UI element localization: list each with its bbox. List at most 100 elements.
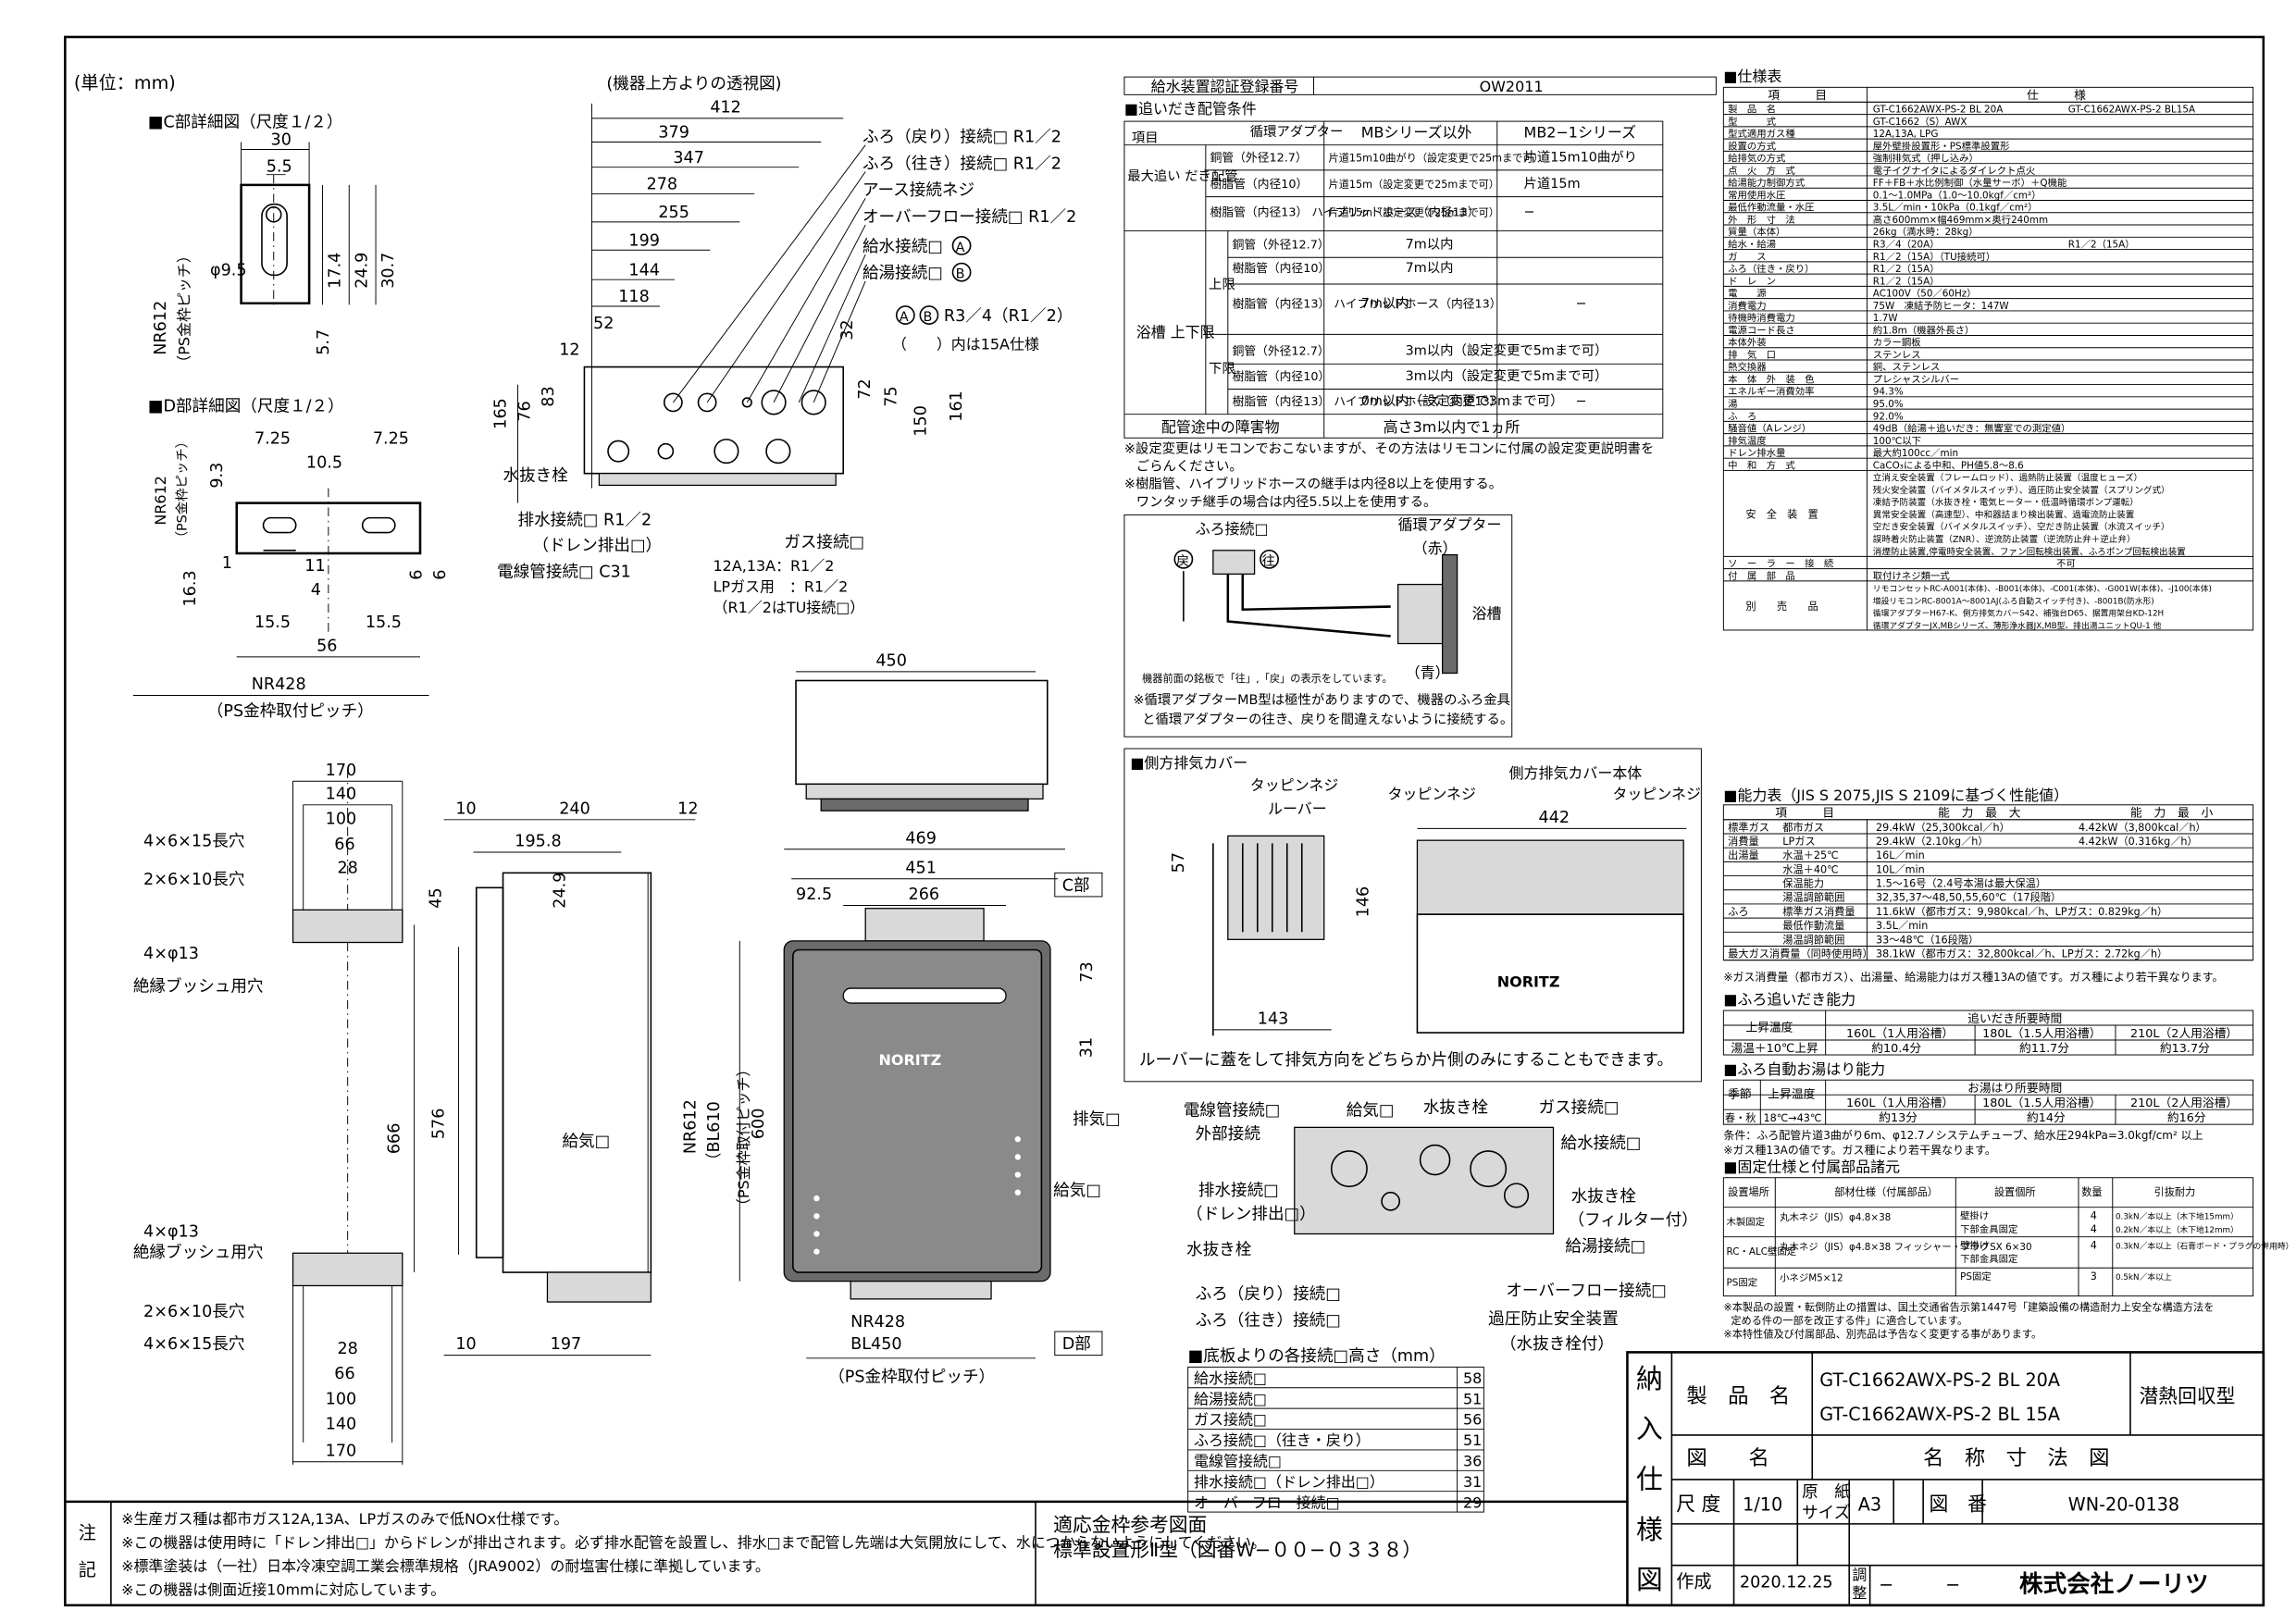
oidaki-tank-pipe: 樹脂管（内径13） ハイブリッドホース（内径13）	[1233, 394, 1502, 409]
oidaki-title: ■追いだき配管条件	[1124, 100, 1257, 118]
fixing-place: RC・ALC壁固定	[1727, 1245, 1797, 1258]
br-label-bushb: 絶縁ブッシュ用穴	[133, 1243, 264, 1262]
capacity-row-max: 3.5L／min	[1876, 920, 1928, 932]
capacity-note: ※ガス消費量（都市ガス）、出湯量、給湯能力はガス種13Aの値です。ガス種により若…	[1723, 970, 2223, 984]
side-dim-12: 12	[677, 799, 698, 818]
spec-sold-line: 増設リモコンRC-8001A〜8001AJ(ふろ自動スイッチ付き)、-8001B…	[1873, 595, 2154, 606]
oidaki-cap-h2: 追いだき所要時間	[1967, 1011, 2062, 1026]
tb-product2: GT-C1662AWX-PS-2 BL 15A	[1819, 1404, 2060, 1425]
oidaki-pipe: 銅管（外径12.7）	[1210, 151, 1308, 165]
spec-row-item: ガ ス	[1728, 252, 1767, 263]
adapter-note1: ※循環アダプターMB型は極性がありますので、機器のふろ金具	[1134, 692, 1510, 708]
fixing-h3: 設置個所	[1994, 1185, 2036, 1198]
spec-row-item: 製 品 名	[1728, 104, 1776, 116]
front-label-c: C部	[1062, 877, 1090, 896]
d-dim-6b: 6	[431, 570, 450, 580]
fixing-place: 木製固定	[1727, 1216, 1766, 1228]
br-dim-170b: 170	[326, 1442, 357, 1460]
fixing-pos2: 下部金具固定	[1960, 1253, 2017, 1265]
spec-row-item: 電 源	[1728, 288, 1767, 300]
d-dim-1: 1	[222, 554, 232, 573]
c-nr612: NR612	[152, 301, 170, 355]
fixing-f1: 0.3kN／本以上（木下地15mm）	[2116, 1210, 2239, 1221]
spec-row-value: 3.5L／min・10kPa（0.1kgf／cm²）	[1873, 203, 2038, 214]
spec-row-item: 騒音値（Aレンジ）	[1728, 423, 1811, 435]
spec-row-item: エネルギー消費効率	[1728, 386, 1814, 398]
tb-check-label1: 調	[1852, 1567, 1867, 1584]
br-label-2x6x10: 2×6×10長穴	[143, 871, 244, 889]
adapter-label-adapter: 循環アダプター	[1398, 515, 1502, 533]
br-label-4x13: 4×φ13	[143, 945, 199, 963]
fixing-h5: 引抜耐力	[2154, 1185, 2196, 1198]
capacity-row-min: 4.42kW（3,800kcal／h）	[2079, 822, 2206, 834]
capacity-row-max: 29.4kW（25,300kcal／h）	[1876, 822, 2010, 834]
top-dim-118: 118	[618, 288, 650, 306]
d-dim-4: 4	[311, 581, 321, 600]
top-circle-b: B	[956, 267, 965, 282]
tb-company: 株式会社ノーリツ	[2019, 1570, 2208, 1598]
oidaki-note1: ※設定変更はリモコンでおこないますが、その方法はリモコンに付属の設定変更説明書を	[1124, 440, 1654, 456]
d-dim-7-25a: 7.25	[254, 430, 291, 449]
spec-sold-line: 循環アダプターJX,MBシリーズ、薄形浄水器JX,MB型、排出湯ユニットQU-1…	[1873, 620, 2162, 631]
top-label-gas: ガス接続□	[784, 534, 864, 552]
oidaki-tank-pipe: 樹脂管（内径10）	[1233, 369, 1331, 384]
br-label-2x6x10b: 2×6×10長穴	[143, 1303, 244, 1321]
oidaki-tank-pipe: 銅管（外径12.7）	[1233, 345, 1330, 359]
top-dim-199: 199	[628, 231, 660, 250]
note-line: ※生産ガス種は都市ガス12A,13A、LPガスのみで低NOx仕様です。	[121, 1510, 568, 1528]
auto-fill-c2: 180L（1.5人用浴槽）	[1982, 1096, 2101, 1110]
capacity-row-max: 32,35,37〜48,50,55,60℃（17段階）	[1876, 891, 2061, 904]
spec-row-value: カラー鋼板	[1873, 337, 1921, 349]
c-detail-title: ■C部詳細図（尺度１/２）	[148, 114, 343, 132]
bottom-label-overflow: オーバーフロー接続□	[1506, 1282, 1667, 1301]
front-bl450: BL450	[850, 1335, 901, 1354]
cover-dim-442: 442	[1539, 809, 1570, 827]
top-dim-347: 347	[673, 149, 704, 167]
height-row-key: ガス接続□	[1194, 1411, 1267, 1429]
spec-row-item: 給湯能力制御方式	[1728, 177, 1806, 189]
cert-label: 給水装置認証登録番号	[1151, 78, 1299, 95]
note-line: ※この機器は使用時に「ドレン排出□」からドレンが排出されます。必ず排水配管を設置…	[121, 1533, 1266, 1551]
sheet-frame	[64, 35, 2265, 1607]
capacity-row-item: 湯温調節範囲	[1782, 933, 1844, 946]
auto-fill-season: 季節	[1728, 1087, 1752, 1101]
spec-row-value: R1／2（15A）（TU接続可）	[1873, 251, 1995, 263]
spec-row-item: 待機時消費電力	[1728, 312, 1795, 324]
side-label-intake: 給気□	[562, 1133, 610, 1151]
oidaki-tank-val: 3m以内（設定変更で5mまで可）	[1406, 368, 1608, 384]
c-ps: （PS金枠ピッチ）	[176, 248, 193, 370]
oidaki-tank-val-b: −	[1575, 297, 1586, 312]
top-label-water: 給水接続□	[863, 238, 943, 256]
capacity-row-item: 最低作動流量	[1782, 919, 1844, 932]
adapter-note2: と循環アダプターの往き、戻りを間違えないように接続する。	[1142, 712, 1513, 727]
fixing-pos2: 下部金具固定	[1960, 1223, 2017, 1235]
bottom-label-drainplug2: 水抜き栓	[1186, 1241, 1252, 1259]
top-dim-412: 412	[710, 99, 741, 118]
auto-fill-note1: 条件：ふろ配管片道3曲がり6m、φ12.7ノシステムチューブ、給水圧294kPa…	[1723, 1128, 2203, 1142]
front-dim-451: 451	[905, 859, 937, 877]
spec-row-value-2: R1／2（15A）	[2068, 239, 2135, 250]
front-dim-73: 73	[1078, 961, 1097, 982]
oidaki-cap-v2: 約11.7分	[2019, 1042, 2069, 1056]
tb-v4: 様	[1636, 1514, 1663, 1545]
spec-row-value: 49dB（給湯＋追いだき：無響室での測定値）	[1873, 423, 2071, 435]
spec-row-item: 最低作動流量・水圧	[1728, 202, 1814, 214]
br-dim-170: 170	[326, 762, 357, 780]
height-row-value: 51	[1463, 1431, 1482, 1449]
cover-tap2: タッピンネジ	[1387, 785, 1476, 802]
oidaki-cap-v1: 約10.4分	[1871, 1042, 1921, 1056]
capacity-row-group: ふろ	[1728, 906, 1748, 918]
spec-parts-v: 取付けネジ類一式	[1873, 570, 1951, 582]
bracket-top: 170 140 100 66 28 4×6×15長穴 2×6×10長穴 4×φ1…	[133, 762, 403, 1273]
spec-row-value: 75W 凍結予防ヒータ：147W	[1873, 300, 2009, 312]
spec-row-value: AC100V（50／60Hz）	[1873, 289, 1977, 300]
spec-row-value: プレシャスシルバー	[1873, 374, 1959, 385]
top-label-15a: （ ）内は15A仕様	[892, 335, 1039, 353]
capacity-row-item: 保温能力	[1782, 877, 1824, 890]
spec-row-item: 排 気 口	[1728, 349, 1776, 361]
spec-row-item: 電源コード長さ	[1728, 324, 1795, 336]
tb-type: 潜熱回収型	[2140, 1385, 2236, 1407]
cover-tap1: タッピンネジ	[1250, 776, 1339, 794]
adapter-diagram: ふろ接続□ 循環アダプター （赤） 戻 往 浴槽 （青） 機器前面の銘板で「往」…	[1123, 514, 1513, 737]
